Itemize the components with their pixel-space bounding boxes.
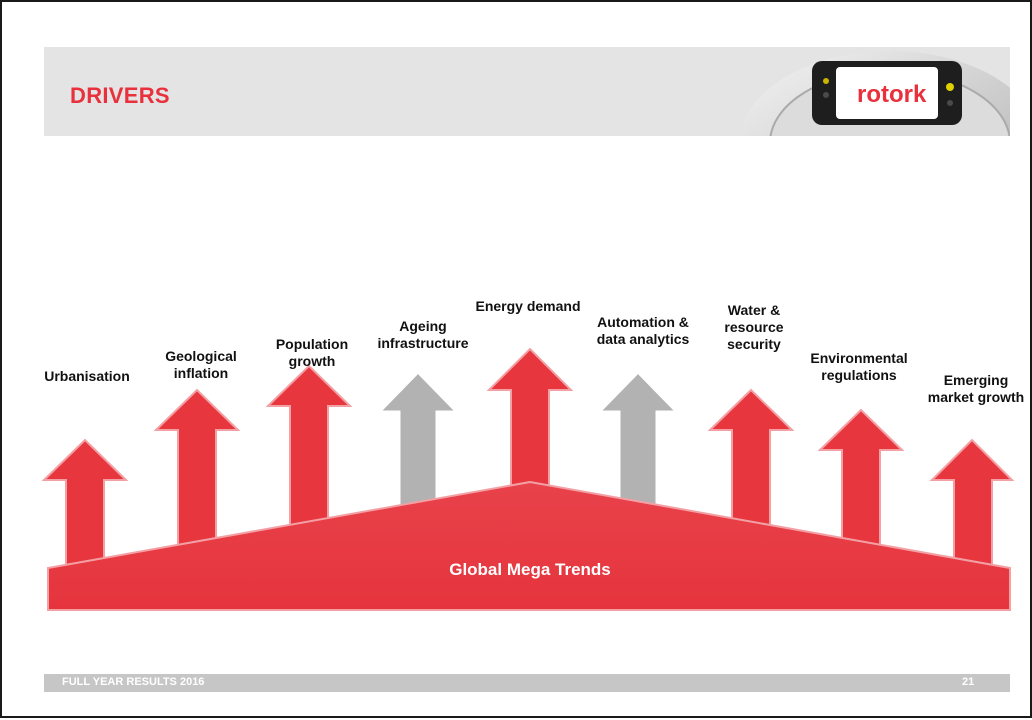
- slide-title: DRIVERS: [70, 83, 170, 108]
- label-urbanisation: Urbanisation: [44, 368, 130, 384]
- base-label: Global Mega Trends: [449, 560, 611, 579]
- label-energy-demand: Energy demand: [475, 298, 581, 314]
- label-population-growth: Population growth: [275, 336, 349, 369]
- arrow-ageing-infrastructure: [375, 369, 461, 508]
- rotork-logo: rotork: [740, 47, 1010, 136]
- arrow-automation: [595, 369, 681, 508]
- arrow-geological-inflation: [153, 388, 241, 551]
- label-ageing-infrastructure: Ageing infrastructure: [377, 318, 469, 351]
- arrow-water-security: [707, 388, 795, 531]
- arrow-urbanisation: [41, 438, 129, 568]
- label-environmental-regulations: Environmental regulations: [810, 350, 908, 383]
- page-number: 21: [962, 676, 975, 688]
- arrow-population-growth: [265, 364, 353, 531]
- label-geological-inflation: Geological inflation: [165, 348, 237, 381]
- global-mega-trends-base: [47, 480, 1011, 611]
- logo-text: rotork: [857, 81, 927, 108]
- footer-band: [44, 674, 1010, 692]
- label-emerging-market: Emerging market growth: [927, 372, 1025, 405]
- arrow-emerging-market: [929, 438, 1015, 568]
- footer-text: FULL YEAR RESULTS 2016: [62, 676, 205, 688]
- arrow-environmental-regulations: [817, 408, 905, 551]
- arrow-energy-demand: [486, 347, 574, 493]
- label-automation: Automation & data analytics: [596, 314, 690, 347]
- label-water-security: Water & resource security: [724, 302, 784, 352]
